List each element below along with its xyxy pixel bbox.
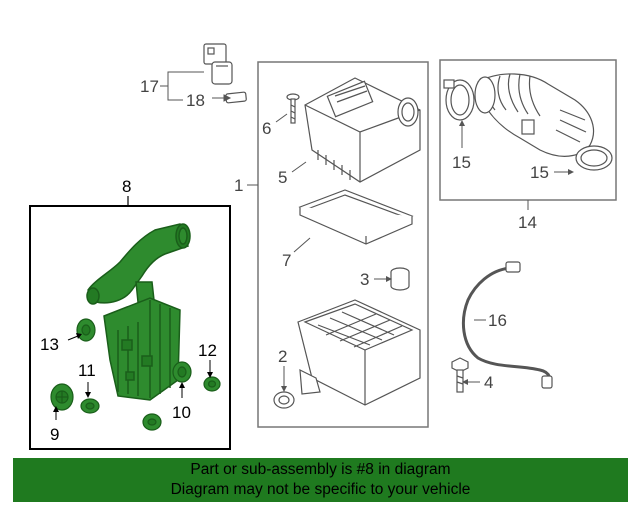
callout-16: 16 [488,311,507,330]
leader-7 [293,237,311,253]
parts-diagram: 17 18 6 5 1 7 3 [29,43,617,450]
grommet-part-bottom[interactable] [142,413,162,431]
group-box-8[interactable] [29,205,231,450]
callout-17: 17 [140,77,159,96]
leader-6 [275,113,288,123]
hose-clamp-part-15a[interactable] [443,79,475,121]
leader-5 [291,161,307,173]
callout-10: 10 [172,403,191,422]
air-filter-element-part[interactable] [298,189,414,245]
callout-11: 11 [78,361,96,380]
footer-line-1: Part or sub-assembly is #8 in diagram [190,461,451,478]
callout-4: 4 [484,373,493,392]
callout-14: 14 [518,213,537,232]
callout-15a: 15 [452,153,471,172]
callout-3: 3 [360,270,369,289]
grommet-part-13[interactable] [76,318,96,342]
intake-duct-part[interactable] [474,73,595,157]
hose-clamp-part-15b[interactable] [575,145,613,171]
callout-15b: 15 [530,163,549,182]
leader-13 [67,335,79,341]
callout-1: 1 [234,176,243,195]
callout-2: 2 [278,347,287,366]
grommet-part-11[interactable] [80,398,100,414]
group-box-1 [257,61,429,428]
callout-12: 12 [198,341,217,360]
air-cleaner-housing-part[interactable] [273,299,421,409]
vent-hose-part[interactable] [461,266,552,387]
callout-7: 7 [282,251,291,270]
vent-hose-ends [505,261,553,389]
cap-part-3[interactable] [390,267,410,291]
callout-9: 9 [50,425,59,444]
callout-8: 8 [122,177,131,196]
leader-lines-17-18 [160,71,232,102]
resonator-duct-assembly-part[interactable] [86,223,191,401]
callout-18: 18 [186,91,205,110]
screw-part-6[interactable] [286,93,300,124]
bolt-part-4[interactable] [451,357,469,393]
mass-airflow-sensor-part[interactable] [203,43,233,85]
callout-13: 13 [40,335,59,354]
footer-line-2: Diagram may not be specific to your vehi… [170,481,471,498]
grommet-part-10[interactable] [172,361,192,383]
callout-6: 6 [262,119,271,138]
fitting-part-9[interactable] [50,383,74,411]
callout-5: 5 [278,168,287,187]
air-cleaner-cover-part[interactable] [304,77,421,183]
footer-banner: Part or sub-assembly is #8 in diagram Di… [13,458,628,502]
grommet-part-12[interactable] [203,376,221,392]
